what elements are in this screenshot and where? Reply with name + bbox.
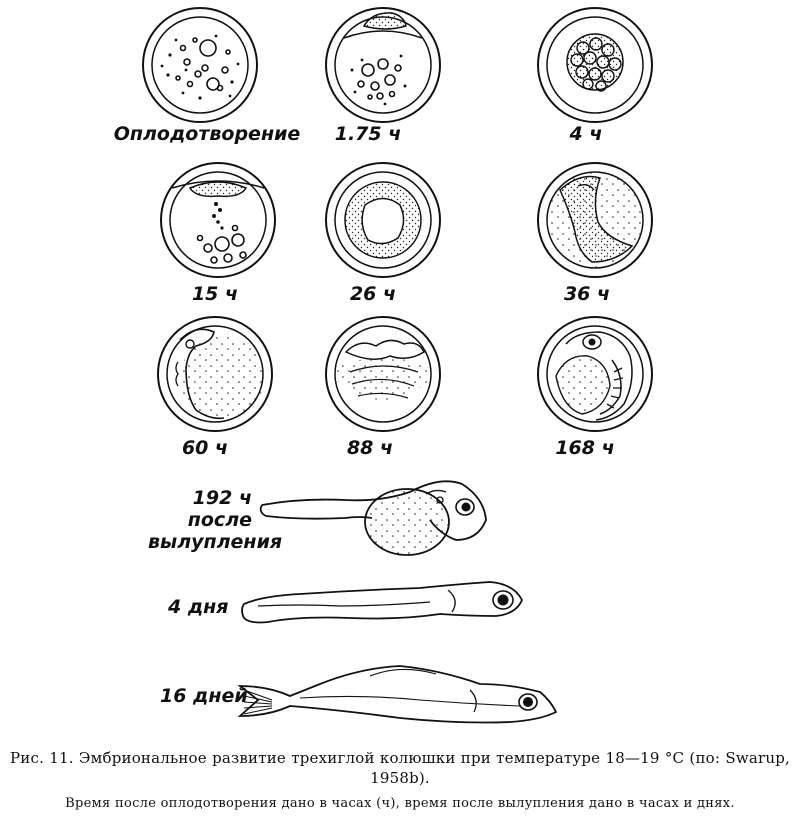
- larva-192h: [259, 480, 487, 556]
- egg-88h: [325, 316, 441, 432]
- larva-16-days: [237, 665, 558, 724]
- stage-label-fertilization: Оплодотворение: [113, 123, 301, 145]
- larva-label-192h-line-3: вылупления: [148, 531, 283, 553]
- stage-label-168h: 168 ч: [555, 437, 615, 459]
- stage-label-15h: 15 ч: [191, 283, 239, 305]
- stage-label-4h: 4 ч: [569, 123, 603, 145]
- larva-label-192h-line-1: 192 ч: [192, 487, 252, 509]
- embryo-development-figure: Оплодотворение 1.75 ч 4 ч 15 ч 26 ч 36 ч…: [113, 7, 653, 724]
- egg-1-75h: [325, 7, 441, 123]
- egg-4h: [537, 7, 653, 123]
- egg-168h: [537, 316, 653, 432]
- egg-36h: [537, 162, 653, 278]
- stage-label-88h: 88 ч: [346, 437, 394, 459]
- larva-label-192h: 192 ч после вылупления: [148, 487, 283, 553]
- figure-caption: Рис. 11. Эмбриональное развитие трехигло…: [10, 748, 790, 814]
- larva-4-days: [241, 581, 523, 624]
- stage-label-60h: 60 ч: [181, 437, 229, 459]
- caption-main-text: Рис. 11. Эмбриональное развитие трехигло…: [10, 749, 790, 787]
- egg-15h: [160, 162, 276, 278]
- egg-26h: [325, 162, 441, 278]
- stage-label-26h: 26 ч: [349, 283, 397, 305]
- larva-label-192h-line-2: после: [187, 509, 252, 531]
- stage-label-36h: 36 ч: [563, 283, 611, 305]
- larva-label-4-days: 4 дня: [168, 596, 229, 618]
- egg-fertilization: [142, 7, 258, 123]
- caption-note-text: Время после оплодотворения дано в часах …: [65, 796, 735, 811]
- stage-label-1-75h: 1.75 ч: [334, 123, 402, 145]
- larva-label-16-days: 16 дней: [160, 685, 248, 707]
- egg-60h: [157, 316, 273, 432]
